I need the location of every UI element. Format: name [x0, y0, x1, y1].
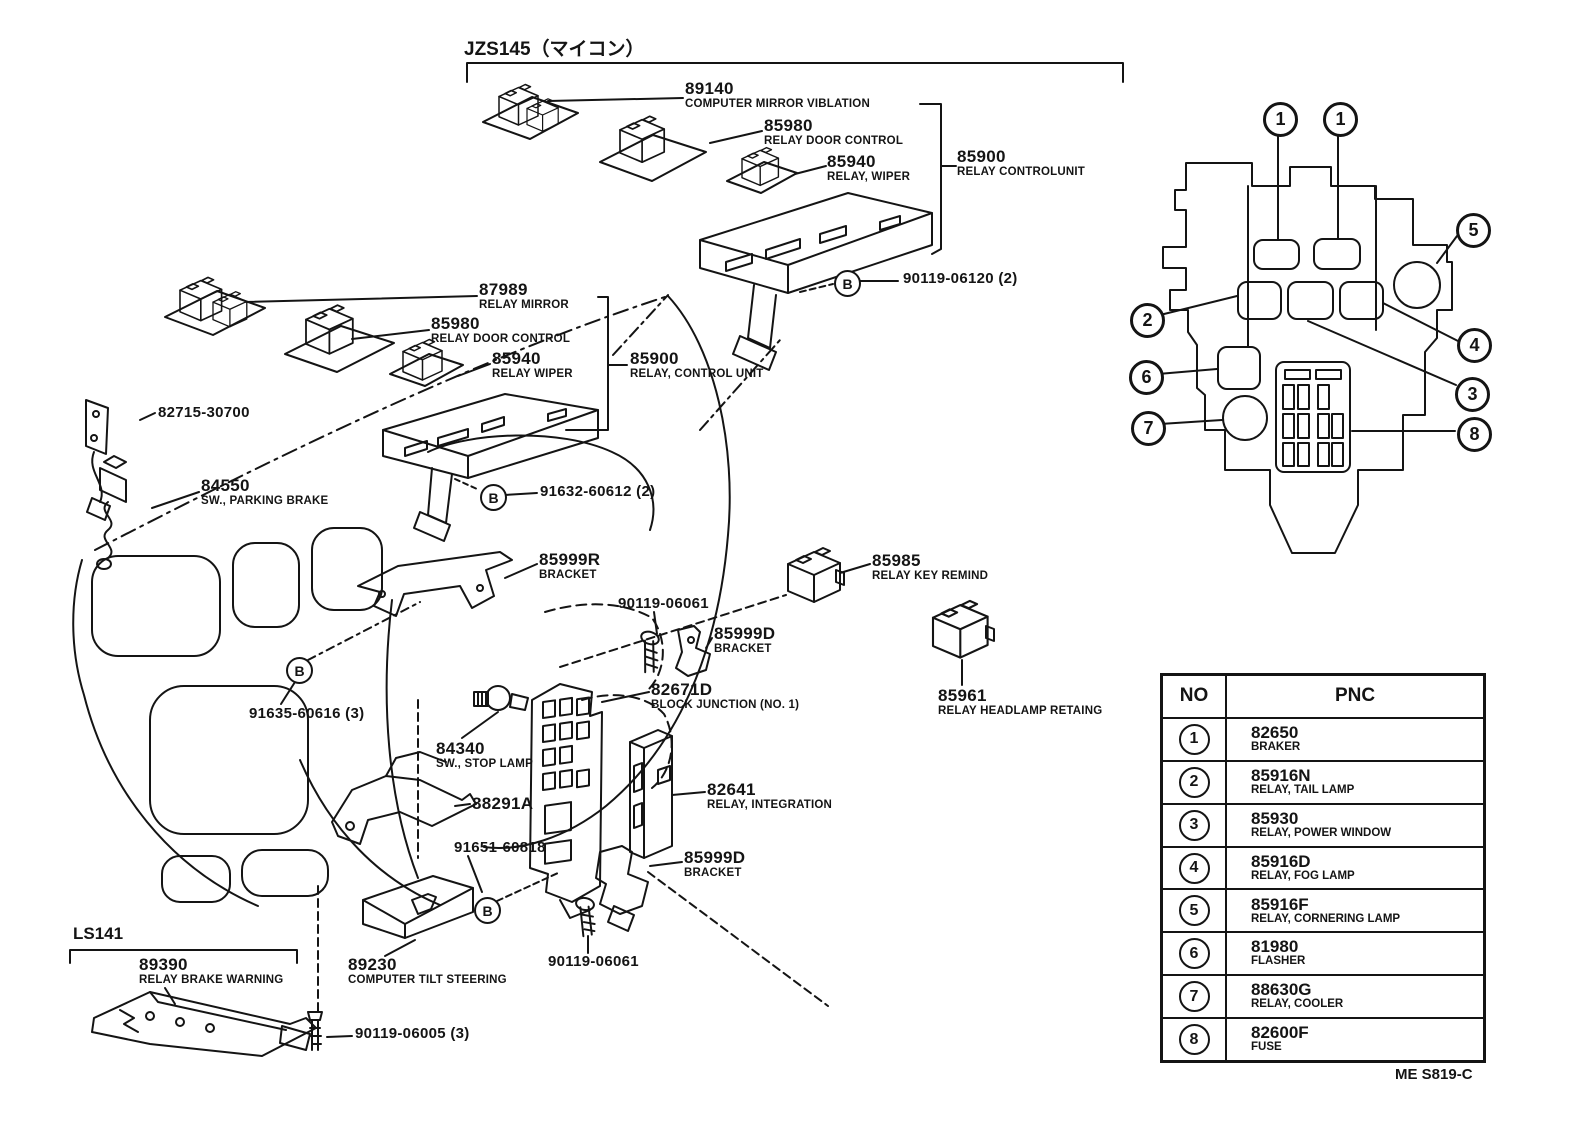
part-label-89230: 89230 COMPUTER TILT STEERING — [348, 955, 507, 987]
relay-control-unit-drawing-2 — [382, 393, 599, 542]
screw-drawing-3 — [307, 1011, 323, 1051]
part-label-90119-06120: 90119-06120 (2) — [903, 270, 1018, 287]
relay-door-control-drawing-2 — [284, 304, 395, 373]
fastener-marker-b-1: B — [834, 270, 861, 297]
callout-6: 6 — [1129, 360, 1164, 395]
row-number-badge: 2 — [1178, 766, 1210, 798]
relay-integration-drawing — [629, 729, 673, 859]
row-number-badge: 8 — [1178, 1024, 1210, 1056]
row-number-badge: 6 — [1178, 938, 1210, 970]
jzs145-bracket — [466, 62, 1124, 83]
callout-7: 7 — [1131, 411, 1166, 446]
part-label-90119-06005: 90119-06005 (3) — [355, 1025, 470, 1042]
row-number-badge: 1 — [1178, 723, 1210, 755]
ls141-bracket — [69, 949, 298, 964]
row-number-badge: 4 — [1178, 852, 1210, 884]
fastener-marker-b-4: B — [286, 657, 313, 684]
callout-1-right: 1 — [1323, 102, 1358, 137]
part-label-89390: 89390 RELAY BRAKE WARNING — [139, 955, 284, 987]
callout-5: 5 — [1456, 213, 1491, 248]
part-label-85940-top: 85940 RELAY, WIPER — [827, 152, 911, 184]
part-label-87989: 87989 RELAY MIRROR — [479, 280, 569, 312]
pnc-table-header-no: NO — [1163, 676, 1227, 717]
part-label-85961: 85961 RELAY HEADLAMP RETAING — [938, 686, 1103, 718]
part-label-85999d-upper: 85999D BRACKET — [714, 624, 776, 656]
callout-3: 3 — [1455, 377, 1490, 412]
variant-code-ls141: LS141 — [73, 924, 124, 943]
instrument-panel-drawing — [72, 294, 781, 907]
fastener-marker-b-3: B — [474, 897, 501, 924]
screw-drawing-1 — [640, 630, 660, 674]
part-label-82671d: 82671D BLOCK JUNCTION (NO. 1) — [651, 680, 800, 712]
part-label-85980-mid: 85980 RELAY DOOR CONTROL — [431, 314, 571, 346]
relay-mirror-drawing — [164, 276, 266, 336]
part-label-90119-06061-lower: 90119-06061 — [548, 953, 639, 970]
row-number-badge: 7 — [1178, 981, 1210, 1013]
callout-4: 4 — [1457, 328, 1492, 363]
relay-headlamp-drawing — [931, 599, 995, 659]
parking-brake-switch-drawing — [96, 455, 127, 570]
computer-tilt-steering-drawing — [362, 875, 474, 939]
part-label-89140: 89140 COMPUTER MIRROR VIBLATION — [685, 79, 870, 111]
part-label-82641: 82641 RELAY, INTEGRATION — [707, 780, 833, 812]
callout-1-left: 1 — [1263, 102, 1298, 137]
part-label-85900-top: 85900 RELAY CONTROLUNIT — [957, 147, 1085, 179]
relay-key-remind-drawing — [787, 547, 845, 603]
screw-drawing-2 — [575, 896, 596, 938]
callout-2: 2 — [1130, 303, 1165, 338]
relay-wiper-drawing-2 — [389, 338, 464, 387]
part-label-85900-mid: 85900 RELAY, CONTROL UNIT — [630, 349, 764, 381]
bracket-88291a-drawing — [331, 751, 477, 845]
part-label-85985: 85985 RELAY KEY REMIND — [872, 551, 989, 583]
part-label-88291a: 88291A — [472, 794, 534, 813]
bracket-85999d-lower-drawing — [595, 845, 649, 932]
pnc-table-header-pnc: PNC — [1334, 685, 1376, 707]
row-number-badge: 3 — [1178, 809, 1210, 841]
relay-box-location-diagram — [1157, 131, 1459, 554]
callout-8: 8 — [1457, 417, 1492, 452]
variant-code-jzs145: JZS145（マイコン） — [464, 39, 645, 60]
relay-door-control-drawing-1 — [599, 115, 707, 182]
computer-mirror-drawing — [482, 83, 579, 140]
sheet-code: ME S819-C — [1395, 1066, 1473, 1083]
bracket-85999r-drawing — [357, 551, 513, 617]
relay-control-unit-drawing-1 — [699, 192, 933, 371]
junction-block-drawing — [529, 683, 603, 919]
part-label-84340: 84340 SW., STOP LAMP — [436, 739, 533, 771]
part-label-82715-30700: 82715-30700 — [158, 404, 250, 421]
fastener-marker-b-2: B — [480, 484, 507, 511]
part-label-91635-60616: 91635-60616 (3) — [249, 705, 365, 722]
part-label-91632-60612: 91632-60612 (2) — [540, 483, 656, 500]
part-label-85980-top: 85980 RELAY DOOR CONTROL — [764, 116, 904, 148]
pnc-table-header: NO PNC — [1163, 676, 1483, 717]
part-label-85999r: 85999R BRACKET — [539, 550, 601, 582]
part-label-85999d-lower: 85999D BRACKET — [684, 848, 746, 880]
relay-wiper-drawing-1 — [726, 146, 798, 194]
bracket-85999d-upper-drawing — [675, 625, 711, 677]
part-label-84550: 84550 SW., PARKING BRAKE — [201, 476, 329, 508]
leader-lines — [139, 97, 963, 1038]
part-label-91651-60818: 91651-60818 — [454, 839, 546, 856]
part-label-85940-mid: 85940 RELAY WIPER — [492, 349, 573, 381]
clip-82715-drawing — [85, 399, 111, 521]
row-number-badge: 5 — [1178, 895, 1210, 927]
stop-lamp-switch-drawing — [473, 685, 529, 711]
relay-brake-warning-drawing — [91, 991, 317, 1057]
part-label-90119-06061-upper: 90119-06061 — [618, 595, 709, 612]
